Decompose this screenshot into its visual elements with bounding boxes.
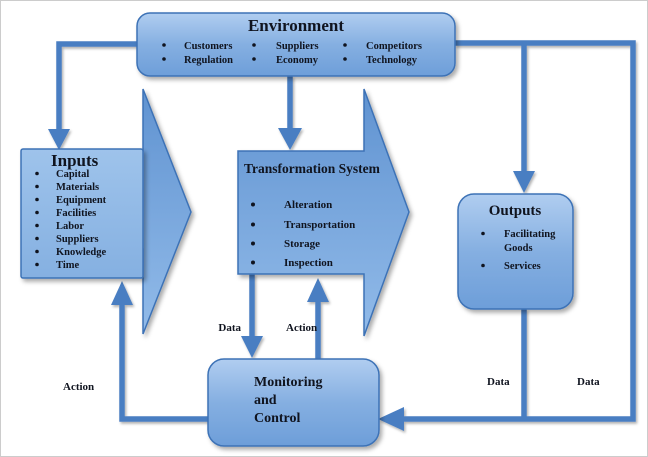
bullet-dot [251, 222, 255, 227]
outputs-item-line: Services [504, 261, 541, 272]
bullet-dot [481, 231, 485, 236]
environment-box [136, 12, 456, 77]
bullet-dot [35, 262, 39, 267]
environment-title: Environment [248, 16, 344, 35]
transformation-item: Alteration [284, 199, 332, 211]
bullet-dot [35, 184, 39, 189]
label-data-center: Data [218, 322, 241, 334]
environment-item: Technology [366, 55, 418, 66]
arrowhead-down-into-monitoring [241, 336, 263, 358]
connector-environment-to-inputs [56, 41, 137, 131]
bullet-dot [35, 197, 39, 202]
inputs-item: Labor [56, 221, 84, 232]
bullet-dot [251, 202, 255, 207]
label-data-right: Data [577, 376, 600, 388]
transformation-item: Transportation [284, 219, 355, 231]
label-action-center: Action [286, 322, 317, 334]
bullet-dot [251, 241, 255, 246]
outputs-box [457, 193, 574, 310]
outputs-title: Outputs [489, 203, 542, 219]
bullet-dot [481, 263, 485, 268]
inputs-item: Suppliers [56, 234, 99, 245]
arrowhead-down-into-inputs [48, 129, 70, 150]
environment-item: Competitors [366, 41, 422, 52]
transformation-block-arrow [237, 88, 410, 337]
bullet-dot [343, 43, 347, 47]
inputs-item: Materials [56, 182, 99, 193]
environment-item: Economy [276, 55, 319, 66]
connector-environment-to-monitoring [402, 40, 636, 422]
transformation-item: Storage [284, 238, 320, 250]
arrowhead-up-into-transformation-bottom [307, 278, 329, 302]
bullet-dot [35, 249, 39, 254]
arrowhead-up-into-inputs-bottom [111, 281, 133, 305]
environment-item: Customers [184, 41, 232, 52]
bullet-dot [35, 223, 39, 228]
inputs-title: Inputs [51, 151, 99, 170]
inputs-item: Time [56, 260, 79, 271]
outputs-item-line: Facilitating [504, 229, 556, 240]
bullet-dot [162, 57, 166, 61]
bullet-dot [35, 171, 39, 176]
inputs-item: Equipment [56, 195, 107, 206]
label-data-outputs: Data [487, 376, 510, 388]
label-action-left: Action [63, 381, 94, 393]
arrowhead-down-into-outputs [513, 171, 535, 193]
bullet-dot [343, 57, 347, 61]
inputs-item: Capital [56, 169, 89, 180]
environment-item: Regulation [184, 55, 233, 66]
monitoring-box [207, 358, 380, 447]
arrowhead-left-into-monitoring [378, 407, 404, 431]
inputs-box [20, 148, 144, 279]
transformation-title: Transformation System [244, 161, 381, 176]
outputs-item-line: Goods [504, 243, 533, 254]
monitoring-line: and [254, 393, 277, 408]
bullet-dot [252, 43, 256, 47]
monitoring-line: Control [254, 411, 301, 426]
bullet-dot [35, 210, 39, 215]
connector-monitoring-to-inputs [119, 304, 208, 422]
arrowhead-down-into-transformation [278, 128, 302, 150]
bullet-dot [252, 57, 256, 61]
bullet-dot [251, 260, 255, 265]
monitoring-line: Monitoring [254, 375, 322, 390]
connectors [48, 40, 636, 431]
inputs-item: Facilities [56, 208, 96, 219]
bullet-dot [35, 236, 39, 241]
bullet-dot [162, 43, 166, 47]
transformation-item: Inspection [284, 257, 333, 269]
inputs-item: Knowledge [56, 247, 107, 258]
environment-item: Suppliers [276, 41, 319, 52]
